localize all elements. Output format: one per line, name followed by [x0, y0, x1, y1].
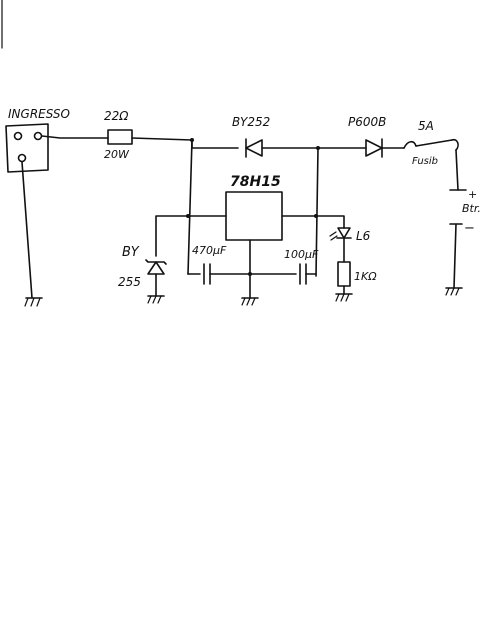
- wire-nodeB-vertical: [315, 147, 319, 277]
- regulator-label: 78H15: [230, 174, 281, 190]
- zener-label-line1: BY: [122, 245, 140, 260]
- ground-symbol-zener: [147, 295, 165, 304]
- battery-minus-label: −: [464, 221, 475, 236]
- junction-dot-reg-out: [314, 214, 318, 218]
- battery-plus-label: +: [468, 188, 477, 201]
- zener-diode: [145, 259, 167, 275]
- diode2-label: P600B: [348, 115, 386, 129]
- diode-by252: [245, 138, 263, 158]
- wire-input-resistor: [41, 135, 109, 139]
- wire-resistor-junction: [131, 137, 193, 141]
- junction-dot-cap-ground: [248, 272, 252, 276]
- wire-nodeA-vertical: [187, 139, 193, 275]
- input-label: INGRESSO: [8, 107, 70, 121]
- resistor-power-label: 20W: [104, 148, 130, 161]
- cap1-label: 470µF: [192, 244, 227, 257]
- junction-dot-reg-in: [186, 214, 190, 218]
- led-resistor-label: 1KΩ: [354, 270, 377, 283]
- ground-symbol-regulator: [241, 297, 259, 306]
- wire-to-diode1: [191, 139, 239, 149]
- diode1-label: BY252: [232, 115, 270, 129]
- junction-dot-nodeB: [316, 146, 320, 150]
- wire-to-led: [315, 215, 345, 229]
- fuse: [403, 138, 459, 151]
- ground-symbol-led: [335, 293, 353, 302]
- led-resistor: [337, 261, 351, 287]
- resistor-value-label: 22Ω: [104, 109, 129, 123]
- capacitor-470uf: [203, 263, 211, 285]
- ground-symbol-battery: [445, 287, 463, 296]
- fuse-current-label: 5A: [418, 119, 434, 133]
- fuse-label: Fusib: [412, 156, 438, 167]
- led: [329, 227, 352, 241]
- wire-to-zener: [155, 215, 189, 257]
- power-resistor: [107, 129, 133, 145]
- ground-symbol-input: [24, 297, 43, 307]
- diode-p600b: [365, 138, 383, 158]
- wire-battery-ground: [453, 223, 457, 289]
- input-ground-wire: [21, 161, 33, 299]
- wire-fuse-battery: [455, 149, 459, 191]
- junction-dot-nodeA: [190, 138, 194, 142]
- voltage-regulator: [225, 191, 283, 241]
- battery-label: Btr.: [462, 202, 481, 215]
- capacitor-100uf: [299, 263, 307, 285]
- cap2-label: 100µF: [284, 248, 319, 261]
- led-label: L6: [356, 229, 371, 243]
- zener-label-line2: 255: [118, 275, 141, 289]
- input-connector: [5, 123, 49, 173]
